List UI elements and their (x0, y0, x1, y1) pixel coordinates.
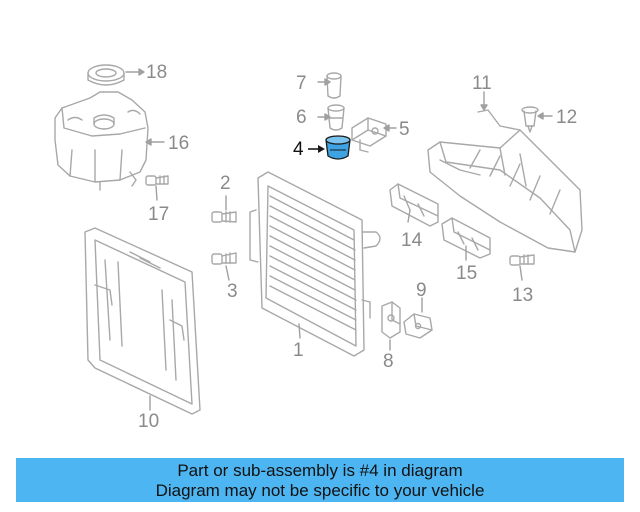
callout-4: 4 (293, 139, 304, 160)
part-5-bracket (351, 117, 387, 153)
part-14-bracket (389, 183, 439, 227)
callout-17: 17 (148, 204, 170, 225)
callout-2: 2 (220, 173, 231, 194)
callout-11: 11 (472, 73, 492, 94)
part-12-clip (521, 106, 539, 133)
callout-15: 15 (456, 263, 478, 284)
callout-6: 6 (296, 107, 307, 128)
part-2-bolt (211, 211, 237, 223)
callout-16: 16 (168, 133, 190, 154)
banner-line-2: Diagram may not be specific to your vehi… (155, 481, 485, 500)
callout-18: 18 (146, 62, 168, 83)
callout-10: 10 (138, 411, 160, 432)
leader-lines (125, 68, 553, 411)
part-1-radiator (249, 171, 381, 357)
callout-8: 8 (383, 351, 394, 372)
callout-3: 3 (227, 281, 238, 302)
part-11-duct (427, 109, 583, 253)
part-3-bolt (211, 252, 237, 265)
info-banner: Part or sub-assembly is #4 in diagram Di… (16, 458, 624, 502)
part-17-bolt (145, 175, 169, 186)
part-13-bolt (509, 254, 535, 266)
callout-1: 1 (293, 340, 304, 361)
callout-9: 9 (416, 280, 427, 301)
part-15-bracket (441, 217, 491, 259)
part-18-cap (87, 64, 125, 86)
callout-7: 7 (296, 73, 307, 94)
part-4-highlighted (308, 135, 351, 160)
callout-14: 14 (401, 230, 423, 251)
part-16-expansion-tank (54, 91, 149, 191)
part-10-frame (84, 227, 201, 415)
part-6 (327, 104, 345, 131)
callout-5: 5 (399, 119, 410, 140)
callout-12: 12 (556, 107, 578, 128)
banner-line-1: Part or sub-assembly is #4 in diagram (177, 461, 463, 480)
part-8-bracket (381, 301, 401, 339)
part-9-bracket (403, 313, 433, 339)
part-7 (326, 72, 342, 99)
callout-13: 13 (512, 285, 534, 306)
